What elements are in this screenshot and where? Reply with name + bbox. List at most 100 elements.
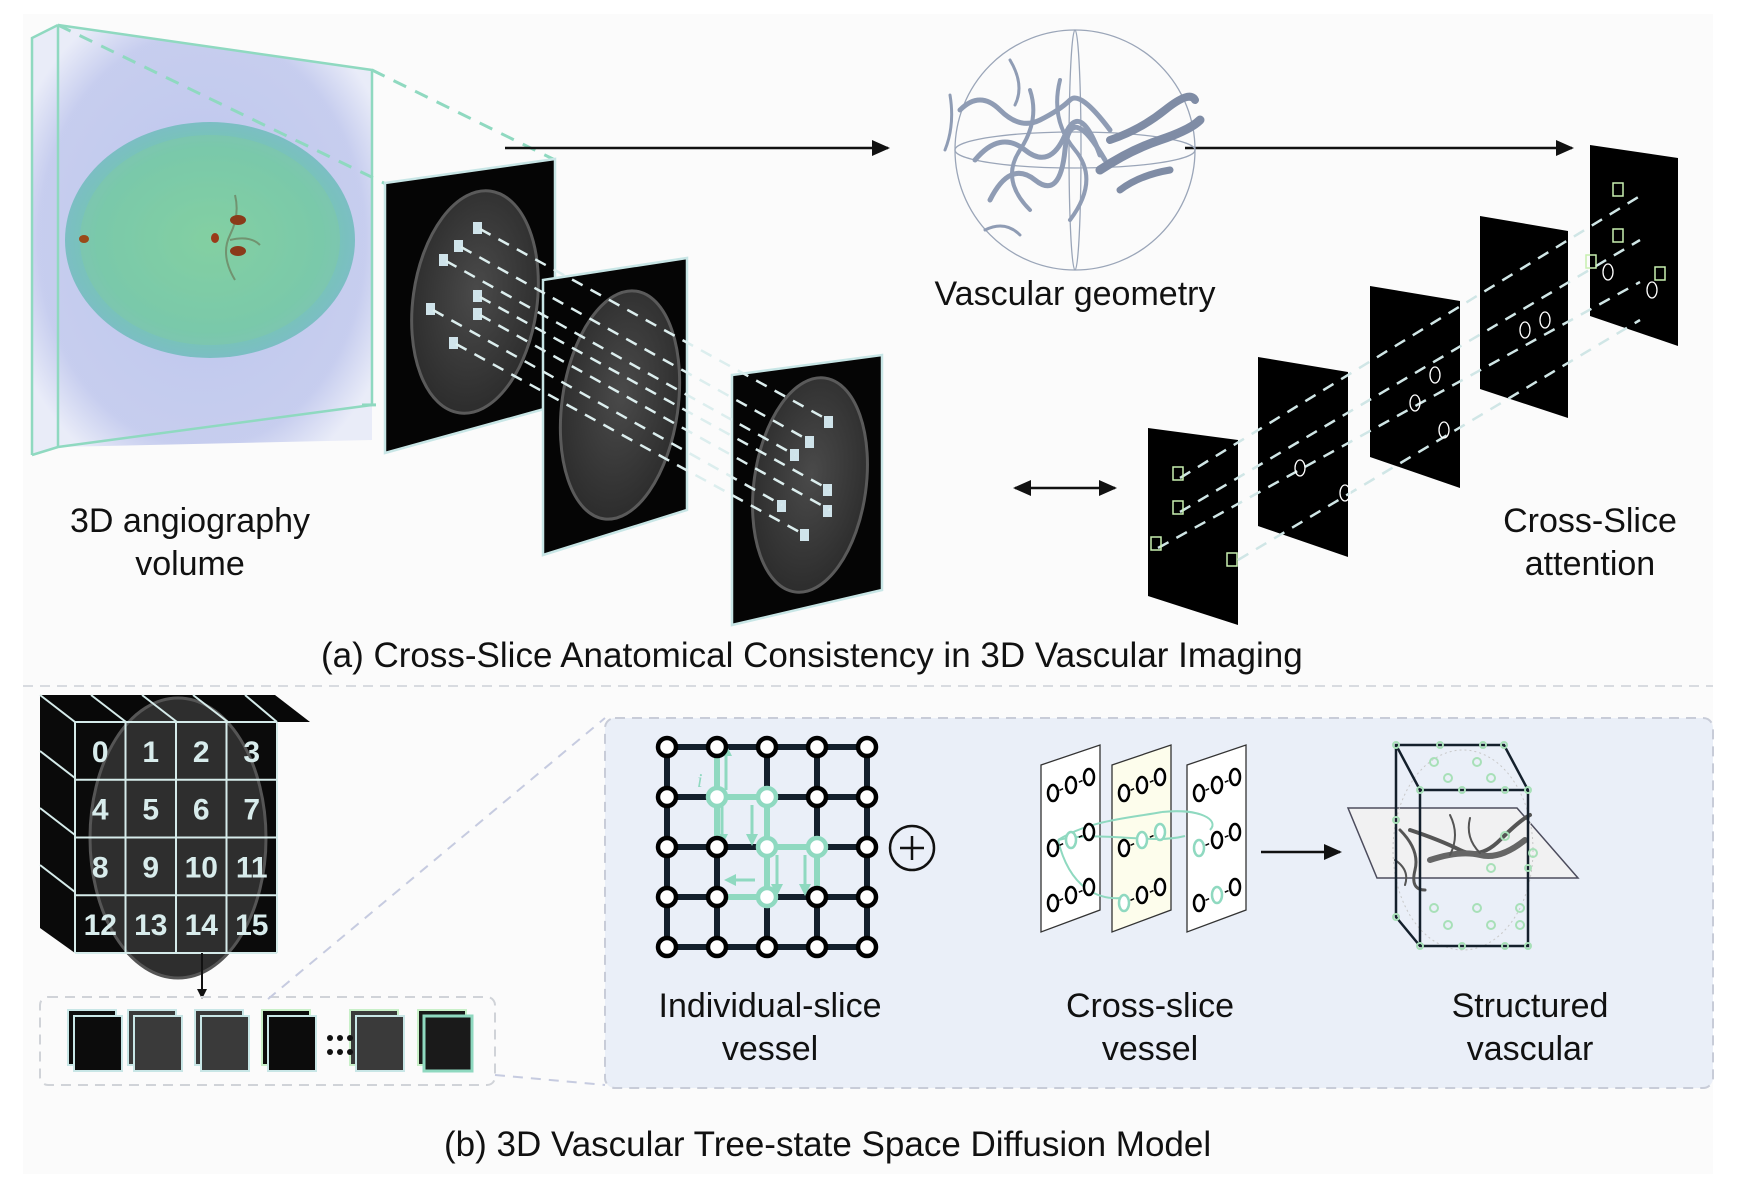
vessel-contour xyxy=(1339,484,1351,502)
attention-slice-1 xyxy=(1148,428,1238,625)
panel-a-caption: (a) Cross-Slice Anatomical Consistency i… xyxy=(321,636,1303,675)
grid-node xyxy=(655,835,679,859)
attention-label-line2: attention xyxy=(1524,544,1656,583)
patch-number-7: 7 xyxy=(243,794,260,827)
attention-box xyxy=(1612,228,1624,243)
vessel-contour xyxy=(1429,366,1441,384)
patch-number-6: 6 xyxy=(193,794,210,827)
patch-number-9: 9 xyxy=(142,851,159,884)
plane-node xyxy=(1153,822,1167,842)
grid-node xyxy=(855,835,879,859)
grid-node xyxy=(855,785,879,809)
grid-node xyxy=(805,735,829,759)
patch-number-10: 10 xyxy=(185,851,218,884)
grid-node xyxy=(855,935,879,959)
grid-node xyxy=(655,885,679,909)
vessel-contour xyxy=(1539,311,1551,329)
patch-number-5: 5 xyxy=(142,794,159,827)
individual-label-line2: vessel xyxy=(721,1029,819,1068)
plus-operator xyxy=(888,824,936,872)
grid-node xyxy=(755,885,779,909)
grid-node xyxy=(705,835,729,859)
grid-node xyxy=(705,885,729,909)
individual-slice-label: Individual-slice vessel xyxy=(620,985,920,1070)
plane-node xyxy=(1117,893,1131,913)
panel-b-caption: (b) 3D Vascular Tree-state Space Diffusi… xyxy=(444,1125,1212,1164)
zoom-line-bottom xyxy=(494,1074,606,1086)
plane-node xyxy=(1046,893,1060,913)
attention-slice-5 xyxy=(1590,145,1678,346)
grid-node xyxy=(755,835,779,859)
individual-slice-grid: i xyxy=(655,735,879,959)
geometry-label: Vascular geometry xyxy=(934,275,1216,313)
plane-node xyxy=(1228,877,1242,897)
plane-node xyxy=(1082,822,1096,842)
plane-node xyxy=(1153,767,1167,787)
grid-node xyxy=(805,835,829,859)
zoom-line-top xyxy=(267,717,606,1000)
attention-link-line xyxy=(1157,280,1641,550)
grid-node xyxy=(855,735,879,759)
grid-node xyxy=(755,735,779,759)
plane-node xyxy=(1064,885,1078,905)
attention-slices xyxy=(1148,145,1678,625)
volume-label-line1: 3D angiography xyxy=(69,502,311,540)
structured-label-line1: Structured xyxy=(1451,987,1609,1025)
plane-node xyxy=(1135,830,1149,850)
attention-box xyxy=(1172,466,1184,481)
patch-front-5 xyxy=(355,1015,405,1072)
patch-number-13: 13 xyxy=(134,909,167,942)
plane-node xyxy=(1153,877,1167,897)
grid-node xyxy=(655,735,679,759)
volume-label: 3D angiography volume xyxy=(40,500,340,585)
individual-label-line1: Individual-slice xyxy=(658,987,882,1025)
attention-box xyxy=(1150,536,1162,551)
attention-label-line1: Cross-Slice xyxy=(1503,502,1677,540)
vessel-contour xyxy=(1294,459,1306,477)
grid-node xyxy=(655,785,679,809)
plane-node xyxy=(1117,838,1131,858)
cross-label-line2: vessel xyxy=(1101,1029,1199,1068)
patch-sequence-box xyxy=(39,996,496,1086)
plane-node xyxy=(1064,775,1078,795)
attention-box xyxy=(1172,500,1184,515)
grid-node xyxy=(755,785,779,809)
cross-label-line1: Cross-slice xyxy=(1065,987,1235,1025)
mri-slice-2 xyxy=(541,256,689,557)
plane-node xyxy=(1210,775,1224,795)
cross-slice-connection xyxy=(1161,810,1214,831)
patch-sequence xyxy=(67,1009,474,1073)
patch-number-14: 14 xyxy=(185,909,219,942)
plane-node xyxy=(1210,830,1224,850)
node-index-label: i xyxy=(697,770,703,792)
mri-slice-3 xyxy=(730,353,884,627)
vascular-geometry-sphere xyxy=(943,29,1205,271)
vessel-contour xyxy=(1438,421,1450,439)
mri-slice-1 xyxy=(383,157,557,455)
plane-node xyxy=(1046,783,1060,803)
patch-number-2: 2 xyxy=(193,736,210,769)
slice-correspondence-lines xyxy=(432,227,831,537)
plane-node xyxy=(1228,822,1242,842)
attention-slice-2 xyxy=(1258,357,1348,557)
attention-box xyxy=(1585,254,1597,269)
attention-box xyxy=(1226,552,1238,567)
structured-vascular-cube xyxy=(1346,741,1580,951)
patch-cube xyxy=(39,694,310,980)
volume-label-line2: volume xyxy=(135,544,245,583)
patch-number-11: 11 xyxy=(236,851,268,884)
plane-node xyxy=(1192,893,1206,913)
plane-node xyxy=(1135,775,1149,795)
attention-link-line xyxy=(1179,194,1641,480)
patch-front-6 xyxy=(422,1014,474,1073)
ellipsis-dots xyxy=(327,1035,353,1055)
grid-node xyxy=(705,785,729,809)
grid-node xyxy=(805,935,829,959)
patch-number-15: 15 xyxy=(235,909,268,942)
vessel-contour xyxy=(1602,263,1614,281)
patch-number-12: 12 xyxy=(84,909,117,942)
attention-link-line xyxy=(1179,238,1641,514)
attention-slice-3 xyxy=(1370,286,1460,488)
plane-node xyxy=(1064,830,1078,850)
